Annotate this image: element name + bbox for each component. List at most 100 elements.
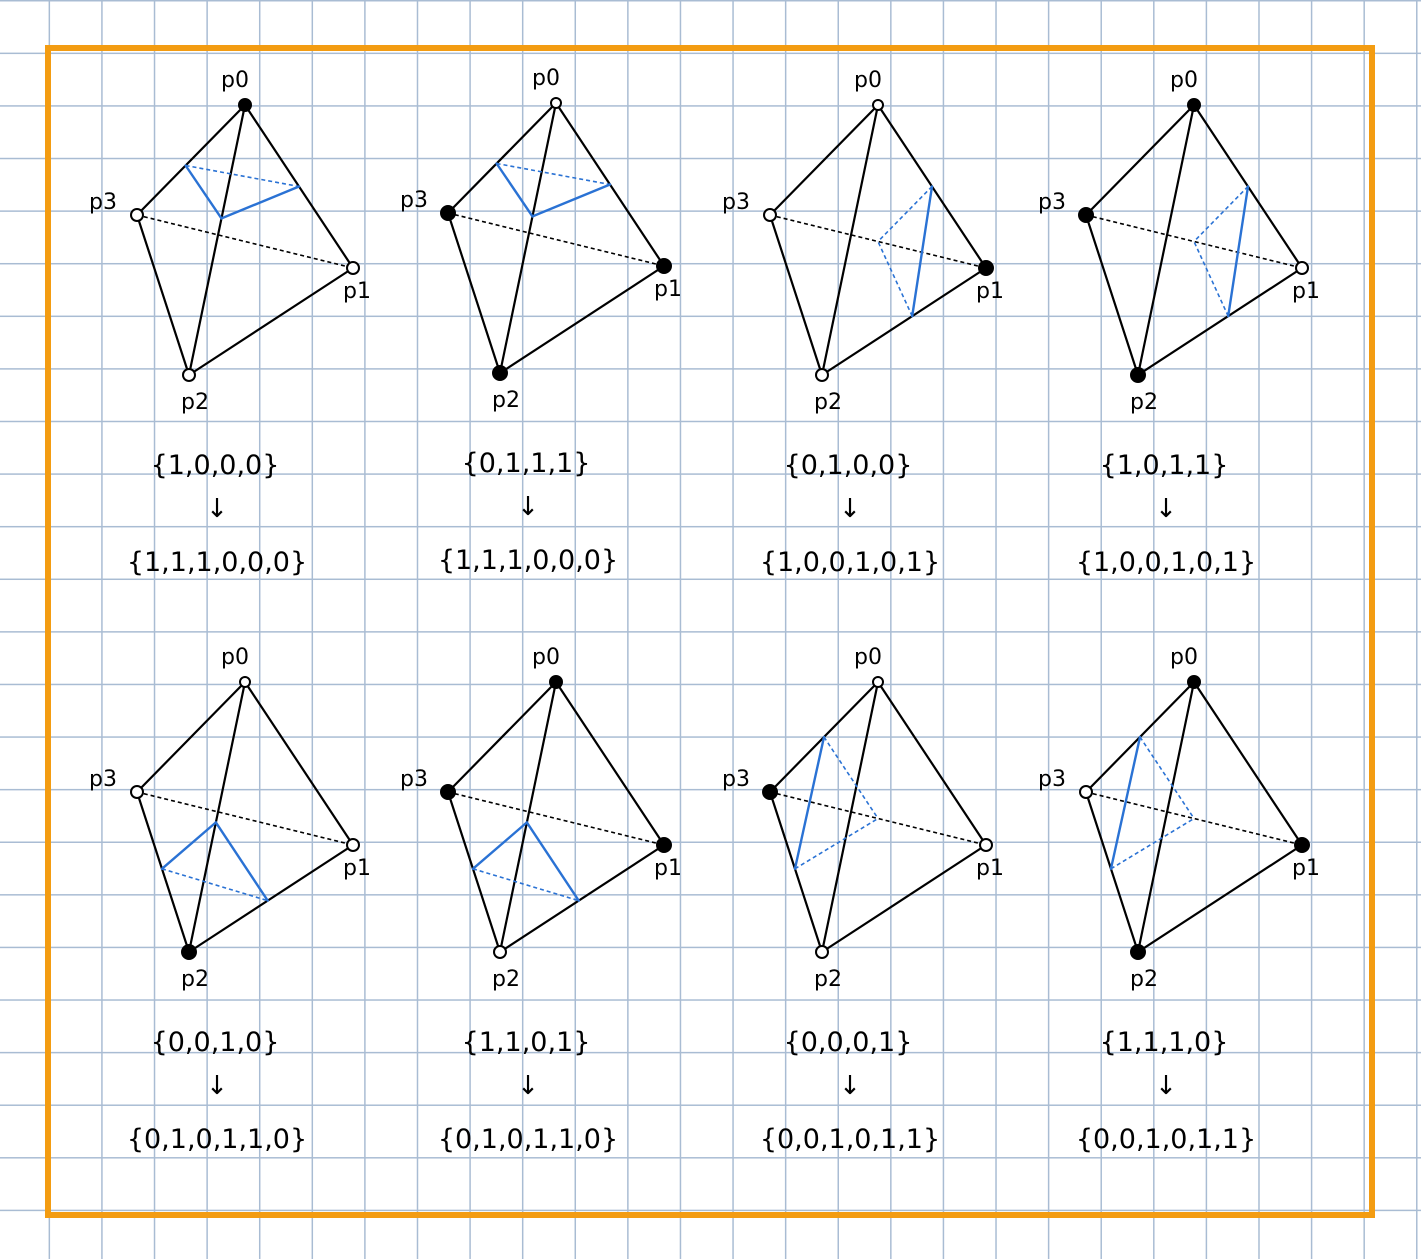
output-sequence: {1,1,1,0,0,0} (127, 547, 307, 578)
edge-p0-p2 (498, 101, 558, 375)
cut-plane-hidden-edge (823, 736, 879, 819)
cut-plane-hidden-edge (1110, 817, 1195, 870)
vertex-p2-empty (493, 945, 507, 959)
vertex-p2-filled (492, 365, 508, 381)
cut-plane-hidden-edge (1193, 185, 1249, 243)
vertex-p3-filled (1078, 207, 1094, 223)
edge-p2-p3 (135, 790, 191, 954)
hidden-edge-p3-p1 (1085, 791, 1303, 846)
vertex-label-p0: p0 (532, 66, 560, 91)
edge-p0-p3 (1084, 103, 1196, 217)
output-sequence: {0,1,0,1,1,0} (438, 1124, 618, 1155)
vertex-p1-filled (656, 258, 672, 274)
edge-p0-p2 (1136, 103, 1196, 377)
cut-plane-hidden-edge (496, 162, 611, 186)
vertex-label-p3: p3 (400, 767, 428, 792)
output-sequence: {1,0,0,1,0,1} (760, 547, 940, 578)
cut-plane-hidden-edge (794, 817, 879, 870)
hidden-edge-p3-p1 (769, 791, 987, 846)
vertex-p2-filled (1130, 944, 1146, 960)
vertex-label-p1: p1 (1292, 279, 1320, 304)
vertex-p0-empty (550, 97, 562, 109)
edge-p1-p2 (187, 266, 355, 377)
vertex-p0-empty (872, 99, 884, 111)
edge-p1-p2 (820, 843, 988, 954)
vertex-p1-filled (978, 260, 994, 276)
cut-plane-edge (220, 185, 301, 220)
vertex-label-p1: p1 (654, 277, 682, 302)
hidden-edge-p3-p1 (447, 791, 665, 846)
input-sequence: {0,1,0,0} (784, 450, 913, 481)
cut-plane-hidden-edge (472, 868, 579, 902)
vertex-label-p3: p3 (722, 190, 750, 215)
cut-plane-edge (1109, 735, 1142, 870)
cut-plane-hidden-edge (161, 868, 268, 902)
edge-p2-p3 (768, 213, 824, 377)
vertex-label-p0: p0 (532, 645, 560, 670)
cut-plane-hidden-edge (877, 241, 913, 317)
vertex-label-p1: p1 (343, 856, 371, 881)
edge-p1-p2 (820, 266, 988, 377)
input-sequence: {0,1,1,1} (462, 448, 591, 479)
vertex-p1-filled (656, 837, 672, 853)
edge-p0-p1 (554, 680, 666, 847)
vertex-p0-filled (238, 98, 252, 112)
vertex-label-p3: p3 (1038, 767, 1066, 792)
edge-p0-p3 (768, 103, 880, 217)
hidden-edge-p3-p1 (1085, 214, 1303, 269)
edge-p2-p3 (446, 790, 502, 954)
cut-plane-edge (911, 185, 934, 318)
arrow-down-icon: ↓ (206, 1071, 228, 1101)
edge-p0-p3 (446, 101, 558, 215)
vertex-label-p3: p3 (89, 190, 117, 215)
hidden-edge-p3-p1 (136, 791, 354, 846)
vertex-p3-filled (440, 205, 456, 221)
edge-p0-p3 (135, 680, 247, 794)
input-sequence: {1,0,0,0} (151, 450, 280, 481)
cut-plane-hidden-edge (1193, 241, 1229, 317)
vertex-label-p3: p3 (722, 767, 750, 792)
vertex-label-p2: p2 (814, 390, 842, 415)
vertex-label-p0: p0 (1170, 68, 1198, 93)
vertex-p3-empty (130, 208, 144, 222)
edge-p0-p2 (498, 680, 558, 954)
cut-plane-edge (184, 164, 223, 220)
edge-p0-p2 (187, 680, 247, 954)
edge-p0-p3 (446, 680, 558, 794)
edge-p0-p1 (876, 680, 988, 847)
vertex-p0-empty (872, 676, 884, 688)
input-sequence: {1,1,0,1} (462, 1027, 591, 1058)
vertex-label-p3: p3 (400, 188, 428, 213)
edge-p1-p2 (498, 843, 666, 954)
arrow-down-icon: ↓ (1155, 494, 1177, 524)
hidden-edge-p3-p1 (136, 214, 354, 269)
edge-p1-p2 (187, 843, 355, 954)
cut-plane-edge (525, 821, 580, 902)
edge-p1-p2 (498, 264, 666, 375)
cut-plane-edge (214, 821, 269, 902)
vertex-label-p0: p0 (221, 68, 249, 93)
arrow-down-icon: ↓ (1155, 1071, 1177, 1101)
edge-p0-p1 (1192, 680, 1304, 847)
vertex-label-p2: p2 (1130, 967, 1158, 992)
vertex-label-p3: p3 (1038, 190, 1066, 215)
edge-p0-p2 (187, 103, 247, 377)
output-sequence: {1,0,0,1,0,1} (1076, 547, 1256, 578)
input-sequence: {1,1,1,0} (1100, 1027, 1229, 1058)
arrow-down-icon: ↓ (839, 494, 861, 524)
vertex-label-p3: p3 (89, 767, 117, 792)
vertex-p1-empty (346, 261, 360, 275)
vertex-label-p2: p2 (181, 390, 209, 415)
cut-plane-edge (1226, 185, 1250, 318)
cut-plane-hidden-edge (185, 164, 300, 188)
orange-frame (45, 45, 1375, 1218)
hidden-edge-p3-p1 (769, 214, 987, 269)
cut-plane-hidden-edge (1139, 736, 1195, 819)
vertex-label-p1: p1 (976, 279, 1004, 304)
vertex-label-p2: p2 (492, 388, 520, 413)
cut-plane-edge (495, 162, 534, 218)
vertex-p2-empty (815, 368, 829, 382)
